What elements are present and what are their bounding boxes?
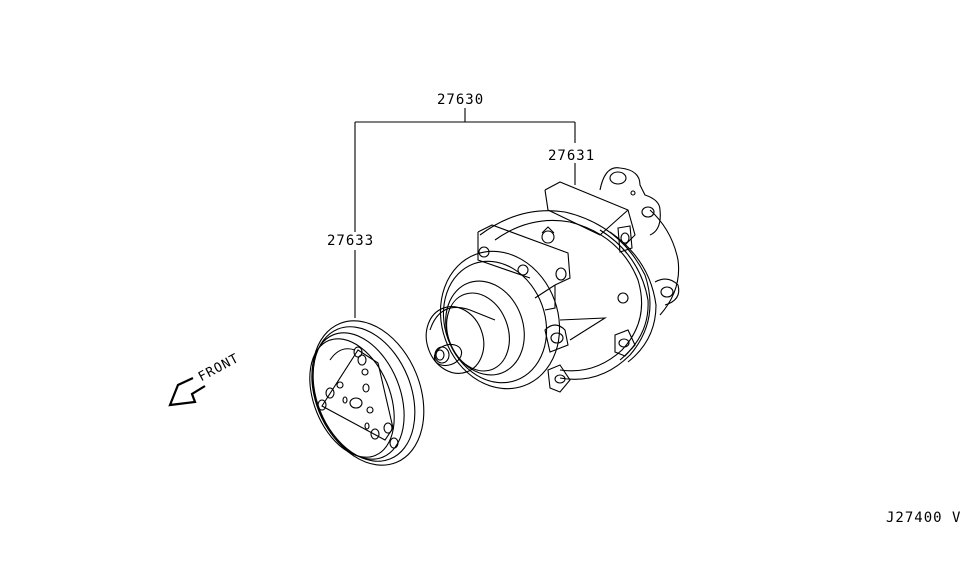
- callout-27631: 27631: [547, 148, 597, 164]
- clutch-illustration: [309, 320, 425, 466]
- leader-lines: [354, 108, 576, 318]
- compressor-illustration: [425, 167, 680, 393]
- callout-27633: 27633: [326, 233, 376, 249]
- callout-27630: 27630: [436, 92, 486, 108]
- reference-code: J27400 V: [886, 510, 962, 526]
- arrow-down-left-icon: [168, 377, 206, 407]
